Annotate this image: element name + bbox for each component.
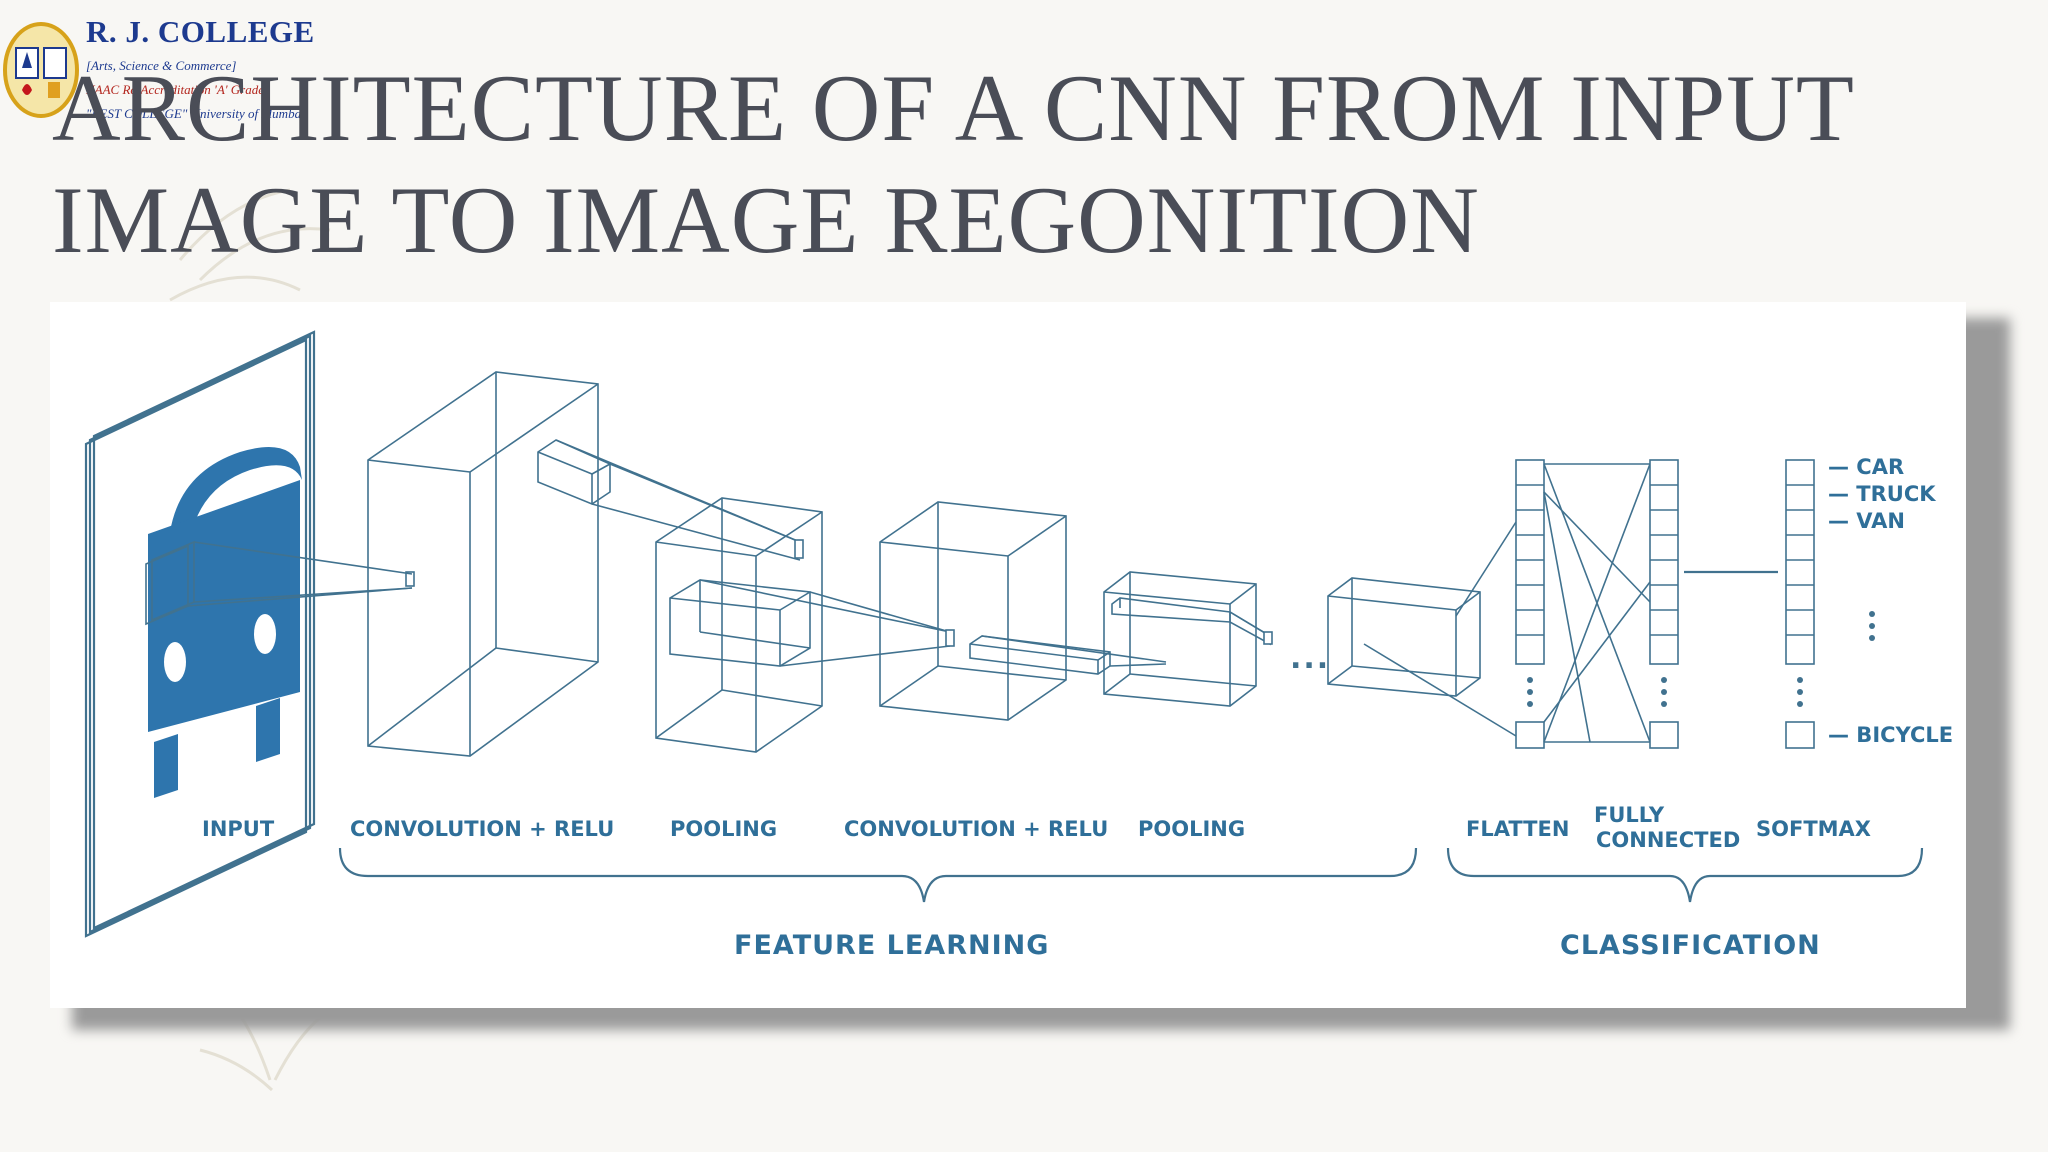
feature-learning-brace: [338, 847, 1418, 903]
fully-connected-vector: [1649, 459, 1679, 749]
fc-dots: [1661, 677, 1667, 707]
pool2-inner-slice: [1111, 597, 1273, 646]
output-class-van: — VAN: [1828, 509, 1905, 533]
stage-label-softmax: SOFTMAX: [1756, 817, 1871, 841]
slide-title: ARCHITECTURE OF A CNN FROM INPUT IMAGE T…: [52, 55, 1854, 273]
fc-connections: [1543, 463, 1651, 743]
stage-label-fc-line1: FULLY: [1594, 803, 1665, 827]
college-name: R. J. COLLEGE: [86, 14, 315, 49]
college-logo: R. J. COLLEGE [Arts, Science & Commerce]…: [0, 8, 314, 128]
cnn-architecture-illustration: ...: [84, 330, 1953, 961]
conv1-kernel: [537, 439, 804, 561]
pool1-volume: [655, 497, 823, 753]
group-label-feature-learning: FEATURE LEARNING: [734, 930, 1049, 961]
pool1-inner-slice: [669, 579, 955, 667]
stage-label-fc-line2: CONNECTED: [1596, 828, 1740, 852]
output-class-bicycle: — BICYCLE: [1828, 723, 1953, 747]
final-feature-volume: [1327, 521, 1517, 737]
stage-label-pool1: POOLING: [670, 817, 777, 841]
stage-label-conv1: CONVOLUTION + RELU: [350, 817, 614, 841]
stage-label-pool2: POOLING: [1138, 817, 1245, 841]
layers-ellipsis: ...: [1290, 641, 1330, 676]
conv2-volume: [879, 501, 1067, 721]
output-class-truck: — TRUCK: [1828, 482, 1936, 506]
stage-label-conv2: CONVOLUTION + RELU: [844, 817, 1108, 841]
softmax-dots: [1797, 611, 1875, 707]
flatten-vector: [1515, 459, 1545, 749]
output-class-car: — CAR: [1828, 455, 1904, 479]
stage-label-input: INPUT: [202, 817, 275, 841]
car-icon: [148, 447, 302, 798]
softmax-vector: [1785, 459, 1815, 749]
college-affiliation: "BEST COLLEGE" University of Mumbai: [86, 106, 305, 121]
stage-label-flatten: FLATTEN: [1466, 817, 1569, 841]
cnn-diagram: ...: [50, 302, 1966, 1008]
college-subtitle: [Arts, Science & Commerce]: [86, 58, 237, 73]
classification-brace: [1446, 847, 1924, 903]
conv1-volume: [367, 371, 599, 757]
input-image-frame: [84, 330, 316, 938]
pool2-volume: [1103, 571, 1257, 707]
college-accreditation: NAAC Re-Accreditation 'A' Grade: [86, 82, 265, 97]
college-emblem-icon: [3, 22, 79, 118]
input-receptive-field: [145, 540, 415, 626]
flatten-dots: [1527, 677, 1533, 707]
group-label-classification: CLASSIFICATION: [1560, 930, 1821, 961]
conv2-kernel: [969, 635, 1167, 675]
